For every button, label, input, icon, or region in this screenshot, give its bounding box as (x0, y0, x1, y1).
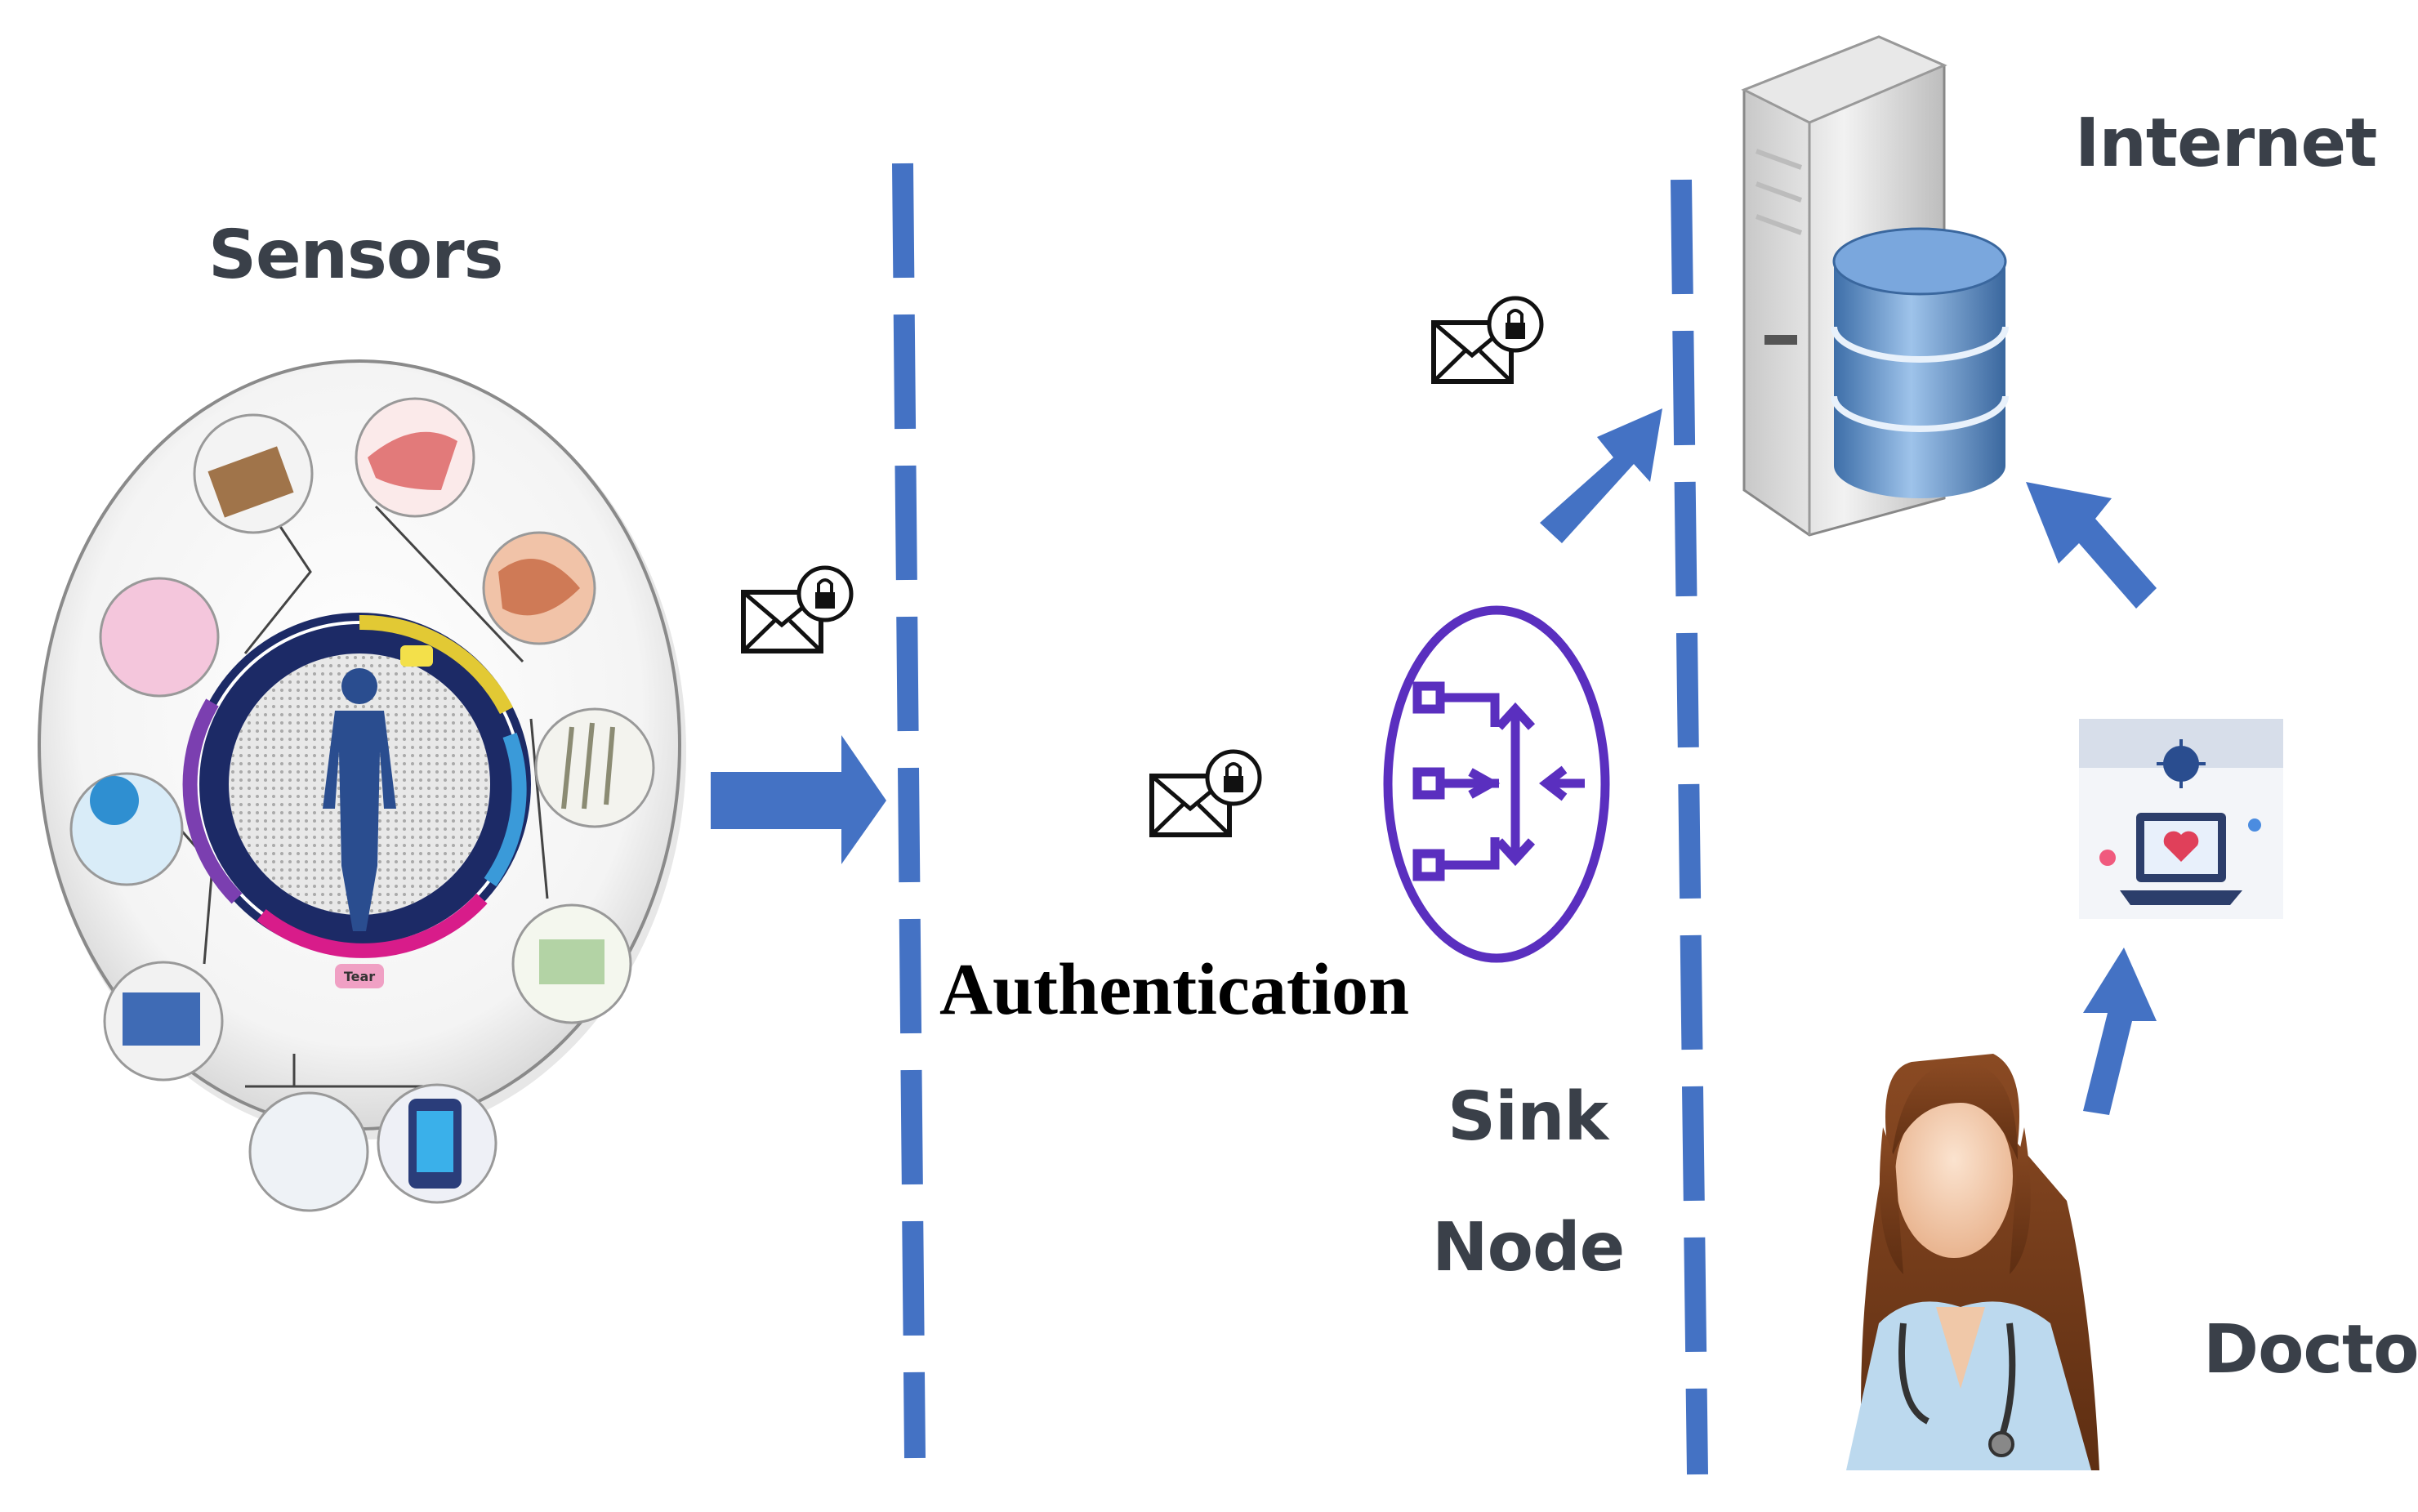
ring-tag-tear: Tear (344, 969, 375, 984)
internet-label: Internet (2075, 105, 2377, 182)
sink-node-icon (1383, 605, 1610, 963)
body-sensor-network-icon: Tear (38, 359, 686, 1212)
arrow-laptop-to-internet (2026, 482, 2157, 609)
envelope-lock-icon (741, 565, 854, 653)
arrow-doctor-to-laptop (2083, 948, 2157, 1115)
arrow-sensors-to-auth (711, 735, 886, 864)
database-icon (1831, 227, 2009, 498)
envelope-lock-icon (1431, 296, 1544, 384)
arrow-sink-to-internet (1540, 408, 1662, 543)
sink-label: Sink (1448, 1078, 1608, 1156)
doctor-avatar-icon (1846, 1054, 2099, 1470)
sensors-label: Sensors (208, 216, 503, 294)
envelope-lock-icon (1149, 749, 1262, 837)
dashed-boundary-right (1671, 179, 1708, 1475)
dashed-boundary-left (892, 163, 926, 1459)
human-body-icon (323, 668, 396, 931)
node-label: Node (1432, 1209, 1625, 1287)
laptop-health-icon (2079, 719, 2283, 919)
doctor-label: Doctor (2203, 1311, 2418, 1389)
authentication-label: Authentication (939, 949, 1410, 1030)
